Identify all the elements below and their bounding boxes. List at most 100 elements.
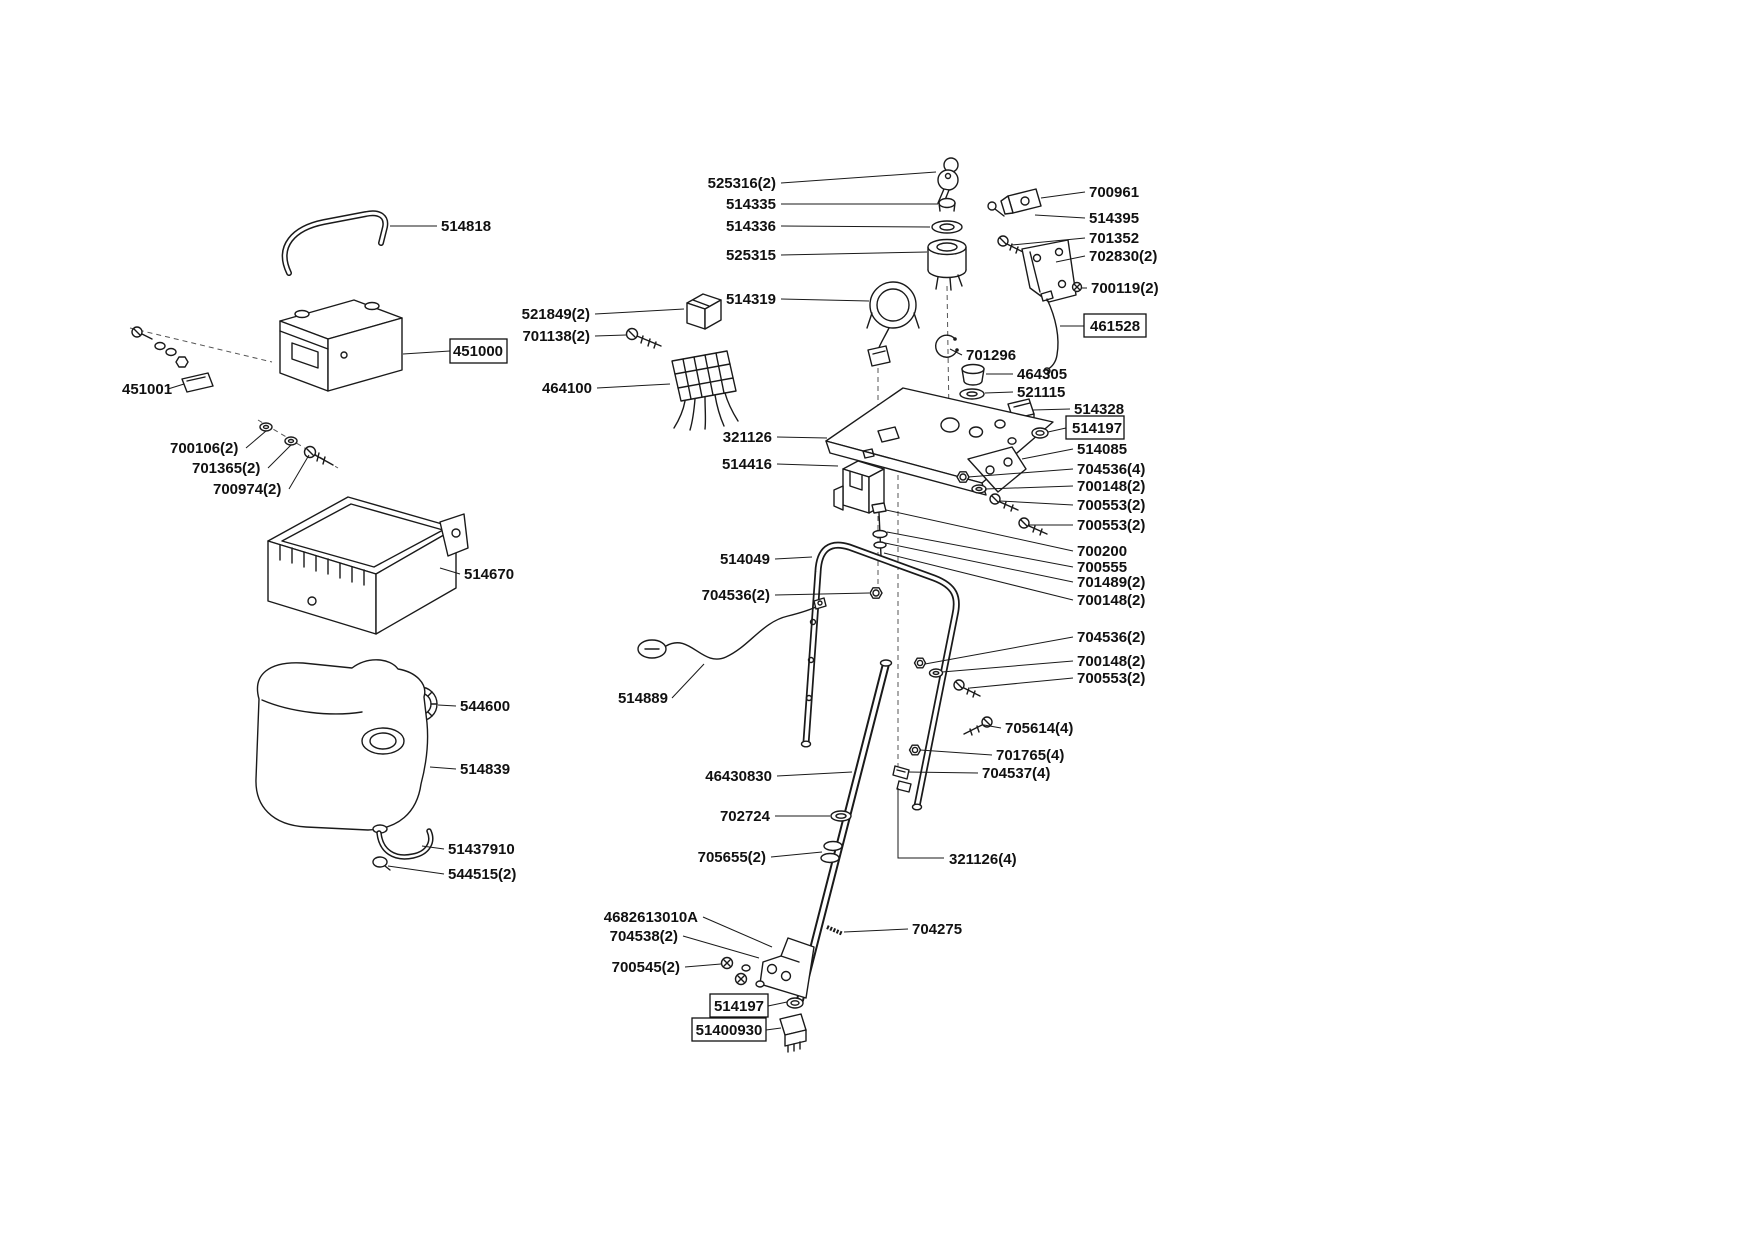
- bushing-514197-right: [1031, 427, 1049, 439]
- relay-521849: [686, 293, 722, 330]
- label-700555: 700555: [1077, 559, 1127, 576]
- hardware-right-mid: [913, 657, 981, 698]
- label-700148-b: 700148(2): [1077, 592, 1145, 609]
- label-700553-c: 700553(2): [1077, 670, 1145, 687]
- label-700148-a: 700148(2): [1077, 478, 1145, 495]
- label-704537: 704537(4): [982, 765, 1050, 782]
- connector-block-464100: [671, 350, 739, 431]
- fuel-hose-51437910: [376, 828, 434, 860]
- label-514416: 514416: [722, 456, 772, 473]
- label-704536-b: 704536(2): [1077, 629, 1145, 646]
- screw-700119: [1071, 281, 1083, 293]
- label-521115: 521115: [1017, 384, 1065, 401]
- label-700553-a: 700553(2): [1077, 497, 1145, 514]
- spring-pin-704275: [826, 925, 844, 936]
- washer-702724: [830, 810, 852, 822]
- bolt-stack-700200-700555: [871, 502, 888, 557]
- label-321126-4: 321126(4): [949, 851, 1017, 868]
- label-705614: 705614(4): [1005, 720, 1073, 737]
- label-514049: 514049: [720, 551, 770, 568]
- hour-meter-514319: [866, 281, 920, 367]
- label-46430830: 46430830: [705, 768, 772, 785]
- ignition-switch-525315: [927, 238, 967, 291]
- fuel-tank-514839: [255, 659, 429, 834]
- label-704536-mid: 704536(2): [702, 587, 770, 604]
- label-51437910: 51437910: [448, 841, 515, 858]
- bracket-plate-514085: [967, 446, 1027, 493]
- label-451001: 451001: [122, 381, 172, 398]
- label-464100: 464100: [542, 380, 592, 397]
- label-514889: 514889: [618, 690, 668, 707]
- handlebar-514049: [800, 541, 960, 811]
- pivot-bracket-4682613010A: [759, 937, 815, 999]
- screw-701352: [997, 235, 1024, 254]
- label-700974: 700974(2): [213, 481, 281, 498]
- label-701489: 701489(2): [1077, 574, 1145, 591]
- steering-shaft-46430830: [796, 659, 893, 1004]
- label-701138: 701138(2): [522, 328, 590, 345]
- battery-mount-hardware-451001: [131, 326, 214, 393]
- mount-plate-702830: [1021, 239, 1077, 303]
- label-box-451000: [449, 338, 508, 364]
- leader-lines: [167, 171, 1087, 1031]
- battery-cable-514889: [637, 597, 827, 660]
- label-701352: 701352: [1089, 230, 1139, 247]
- label-525315: 525315: [726, 247, 776, 264]
- screw-701138: [625, 327, 662, 349]
- label-700553-b: 700553(2): [1077, 517, 1145, 534]
- hardware-right-lower: [892, 716, 993, 793]
- label-464305: 464305: [1017, 366, 1067, 383]
- label-box-461528: [1083, 313, 1147, 338]
- hardware-right-upper: [956, 471, 1048, 536]
- label-box-514197-right: [1065, 415, 1125, 440]
- washer-514336: [931, 220, 963, 234]
- label-544515: 544515(2): [448, 866, 516, 883]
- label-700545: 700545(2): [612, 959, 680, 976]
- construction-lines: [129, 285, 950, 780]
- label-514319: 514319: [726, 291, 776, 308]
- connector-51400930: [779, 1013, 807, 1053]
- label-514395: 514395: [1089, 210, 1139, 227]
- label-321126: 321126: [723, 429, 772, 446]
- label-525316: 525316(2): [708, 175, 776, 192]
- label-704538: 704538(2): [610, 928, 678, 945]
- label-514818: 514818: [441, 218, 491, 235]
- label-705655: 705655(2): [698, 849, 766, 866]
- label-702724: 702724: [720, 808, 771, 825]
- label-704536-4: 704536(4): [1077, 461, 1145, 478]
- cap-464305: [961, 363, 985, 386]
- nut-704536-middle: [869, 587, 883, 599]
- label-514197-bottom: 514197: [714, 998, 764, 1015]
- label-461528: 461528: [1090, 318, 1140, 335]
- washers-705655: [820, 840, 843, 864]
- screws-700545: [720, 956, 765, 988]
- bracket-514416: [833, 460, 885, 514]
- grommet-521115: [959, 388, 985, 400]
- label-451000: 451000: [453, 343, 503, 360]
- label-514197-right: 514197: [1072, 420, 1122, 437]
- label-box-51400930: [691, 1017, 767, 1042]
- label-701765: 701765(4): [996, 747, 1064, 764]
- label-700200: 700200: [1077, 543, 1127, 560]
- label-700148-c: 700148(2): [1077, 653, 1145, 670]
- label-702830: 702830(2): [1089, 248, 1157, 265]
- label-514839: 514839: [460, 761, 510, 778]
- label-514335: 514335: [726, 196, 776, 213]
- switch-bracket-700961: [987, 188, 1042, 217]
- ignition-key-525316: [937, 157, 959, 206]
- key-cap-514335: [938, 197, 956, 212]
- label-704275: 704275: [912, 921, 962, 938]
- strap-514818: [281, 210, 389, 276]
- battery-box-514670: [267, 496, 469, 635]
- label-514336: 514336: [726, 218, 776, 235]
- bushing-514197-bottom: [786, 997, 804, 1009]
- label-700961: 700961: [1089, 184, 1139, 201]
- label-700119: 700119(2): [1091, 280, 1159, 297]
- label-514670: 514670: [464, 566, 514, 583]
- label-box-514197-bottom: [709, 993, 769, 1018]
- label-701296: 701296: [966, 347, 1016, 364]
- label-521849: 521849(2): [522, 306, 590, 323]
- label-4682613010A: 4682613010A: [604, 909, 698, 926]
